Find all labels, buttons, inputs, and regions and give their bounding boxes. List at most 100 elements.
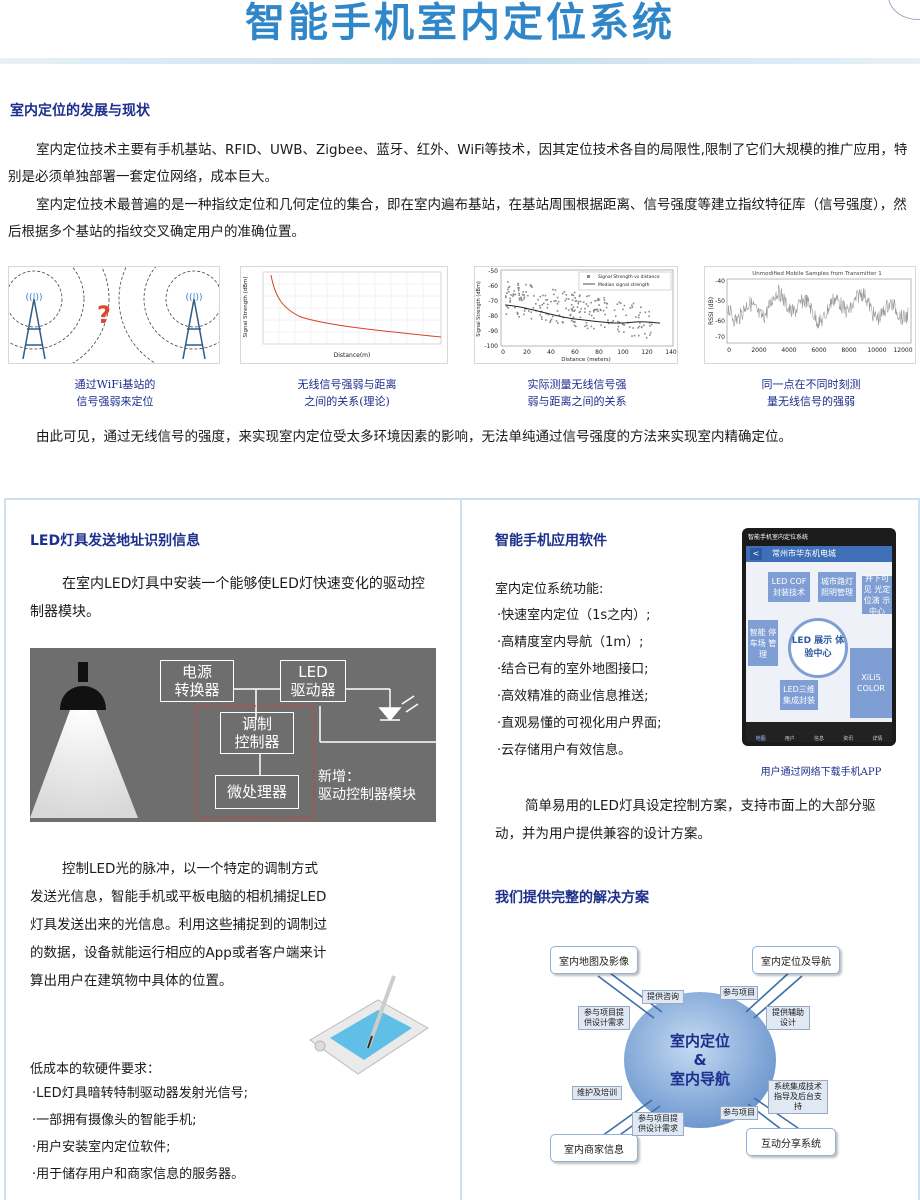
figure-caption: 实际测量无线信号强弱与距离之间的关系 xyxy=(527,378,627,408)
list-item: ·直观易懂的可视化用户界面; xyxy=(497,716,662,731)
solution-label: 系统集成技术指导及后台支持 xyxy=(768,1080,828,1114)
section-heading: 室内定位的发展与现状 xyxy=(10,103,150,119)
app-navbar: < 常州市华东机电城 xyxy=(746,546,892,562)
svg-text:-60: -60 xyxy=(488,283,498,290)
page-title: 智能手机室内定位系统 xyxy=(245,0,675,46)
question-mark-icon: ? xyxy=(97,301,111,329)
figure-rssi-chart: Unmodified Mobile Samples from Transmitt… xyxy=(704,266,916,364)
list-item: ·LED灯具暗转特制驱动器发射光信号; xyxy=(32,1086,248,1101)
svg-text:Signal Strength (dBm): Signal Strength (dBm) xyxy=(243,276,249,337)
svg-text:80: 80 xyxy=(595,349,603,356)
solution-label: 参与项目 xyxy=(720,1106,758,1120)
led-paragraph-2: 控制LED光的脉冲，以一个特定的调制方式发送光信息，智能手机或平板电脑的相机捕捉… xyxy=(30,861,327,989)
svg-text:40: 40 xyxy=(547,349,555,356)
svg-text:Distance(m): Distance(m) xyxy=(334,352,371,359)
tab-info[interactable]: 信息 xyxy=(813,736,824,742)
svg-text:10000: 10000 xyxy=(867,347,886,354)
solution-label: 参与项目提供设计需求 xyxy=(632,1112,684,1136)
tile-led-center[interactable]: LED 展示 体验中心 xyxy=(788,618,848,678)
svg-text:100: 100 xyxy=(617,349,629,356)
figure-caption: 无线信号强弱与距离之间的关系(理论) xyxy=(297,378,397,408)
figure-measured-chart: Signal Strength vs distance Median signa… xyxy=(474,266,678,364)
app-tabbar: 地图 用户 信息 资讯 详情 xyxy=(746,722,892,742)
svg-text:8000: 8000 xyxy=(841,347,856,354)
svg-text:Distance (meters): Distance (meters) xyxy=(561,357,611,363)
solution-positioning-nav: 室内定位及导航 xyxy=(752,946,840,974)
svg-text:6000: 6000 xyxy=(811,347,826,354)
panel-heading: LED灯具发送地址识别信息 xyxy=(30,533,201,549)
figure-theory-chart: Signal Strength (dBm) Distance(m) xyxy=(240,266,448,364)
solution-indoor-map: 室内地图及影像 xyxy=(550,946,638,974)
app-caption: 用户通过网络下载手机APP xyxy=(760,767,882,778)
back-icon[interactable]: < xyxy=(750,548,762,560)
phone-app-screenshot: 智能手机室内定位系统 < 常州市华东机电城 LED COF 封装技术 城市路灯 … xyxy=(742,528,896,746)
intro-paragraph-2: 室内定位技术最普遍的是一种指纹定位和几何定位的集合，即在室内遍布基站，在基站周围… xyxy=(8,197,907,240)
modulation-controller-box: 调制控制器 xyxy=(220,712,294,754)
tablet-stylus-illustration xyxy=(309,975,429,1075)
tile-street-light[interactable]: 城市路灯 照明管理 xyxy=(818,572,856,602)
panel-heading: 智能手机应用软件 xyxy=(495,533,607,549)
tab-news[interactable]: 资讯 xyxy=(843,736,854,742)
solution-label: 维护及培训 xyxy=(572,1086,622,1100)
solution-center-text: 室内定位 & 室内导航 xyxy=(669,1032,730,1088)
functions-title: 室内定位系统功能: xyxy=(495,582,604,597)
solution-merchant-info: 室内商家信息 xyxy=(550,1134,638,1162)
tile-xilis[interactable]: XiLiS COLOR xyxy=(850,648,892,718)
svg-text:-70: -70 xyxy=(715,334,725,341)
solution-interactive-share: 互动分享系统 xyxy=(746,1128,836,1156)
solution-diagram: 室内定位 & 室内导航 室内地图及影像 室内定位及导航 室内商家信息 互动分享系… xyxy=(540,940,848,1176)
svg-text:-50: -50 xyxy=(715,298,725,305)
microprocessor-box: 微处理器 xyxy=(215,775,299,809)
app-map: LED COF 封装技术 城市路灯 照明管理 并下可见 光定位演 示中心 智能 … xyxy=(746,562,892,722)
svg-text:Unmodified Mobile Samples from: Unmodified Mobile Samples from Transmitt… xyxy=(752,271,882,277)
tab-details[interactable]: 详情 xyxy=(872,736,883,742)
requirements-title: 低成本的软硬件要求： xyxy=(30,1062,161,1077)
tab-user[interactable]: 用户 xyxy=(784,736,795,742)
list-item: ·云存储用户有效信息。 xyxy=(497,743,632,758)
svg-text:60: 60 xyxy=(571,349,579,356)
svg-text:20: 20 xyxy=(523,349,531,356)
svg-text:0: 0 xyxy=(501,349,505,356)
tile-led-cof[interactable]: LED COF 封装技术 xyxy=(768,572,810,602)
svg-text:-70: -70 xyxy=(488,298,498,305)
app-nav-title: 常州市华东机电城 xyxy=(772,549,836,558)
svg-text:Signal Strength (dBm): Signal Strength (dBm) xyxy=(476,281,482,337)
tile-parking[interactable]: 智能 停车场 管理 xyxy=(748,620,778,666)
svg-text:0: 0 xyxy=(727,347,731,354)
svg-text:120: 120 xyxy=(641,349,653,356)
svg-text:-80: -80 xyxy=(488,313,498,320)
title-underline xyxy=(0,58,920,64)
svg-text:-90: -90 xyxy=(488,328,498,335)
list-item: ·用于储存用户和商家信息的服务器。 xyxy=(32,1167,245,1182)
app-paragraph: 简单易用的LED灯具设定控制方案，支持市面上的大部分驱动，并为用户提供兼容的设计… xyxy=(495,798,876,842)
tile-led-3d[interactable]: LED三维 集成封装 xyxy=(780,680,818,710)
svg-text:12000: 12000 xyxy=(893,347,912,354)
svg-text:-50: -50 xyxy=(488,268,498,275)
list-item: ·结合已有的室外地图接口; xyxy=(497,662,649,677)
svg-text:140: 140 xyxy=(665,349,677,356)
figure-caption: 通过WiFi基站的信号强弱来定位 xyxy=(74,378,156,408)
led-panel xyxy=(4,498,462,1200)
app-top-title: 智能手机室内定位系统 xyxy=(748,534,809,541)
power-converter-box: 电源转换器 xyxy=(160,660,234,702)
svg-text:Signal Strength vs distance: Signal Strength vs distance xyxy=(598,274,660,280)
list-item: ·快速室内定位（1s之内）; xyxy=(497,608,651,623)
solution-label: 提供辅助设计 xyxy=(766,1006,810,1030)
led-paragraph-1: 在室内LED灯具中安装一个能够使LED灯快速变化的驱动控制器模块。 xyxy=(30,576,425,620)
solution-label: 提供咨询 xyxy=(642,990,684,1004)
solution-heading: 我们提供完整的解决方案 xyxy=(495,890,649,906)
figure-wifi-stations: ((|)) ((|)) ? xyxy=(0,223,270,375)
solution-label: 参与项目提供设计需求 xyxy=(578,1006,630,1030)
svg-text:4000: 4000 xyxy=(781,347,796,354)
list-item: ·高效精准的商业信息推送; xyxy=(497,689,649,704)
tab-map[interactable]: 地图 xyxy=(755,736,766,742)
solution-label: 参与项目 xyxy=(720,986,758,1000)
svg-text:-60: -60 xyxy=(715,318,725,325)
requirements-list: ·LED灯具暗转特制驱动器发射光信号; ·一部拥有摄像头的智能手机; ·用户安装… xyxy=(32,1080,332,1188)
tile-visible-light[interactable]: 并下可见 光定位演 示中心 xyxy=(862,574,892,616)
svg-text:-40: -40 xyxy=(715,278,725,285)
figure-caption: 同一点在不同时刻测量无线信号的强弱 xyxy=(761,378,861,408)
functions-list: ·快速室内定位（1s之内）; ·高精度室内导航（1m）; ·结合已有的室外地图接… xyxy=(497,602,737,764)
